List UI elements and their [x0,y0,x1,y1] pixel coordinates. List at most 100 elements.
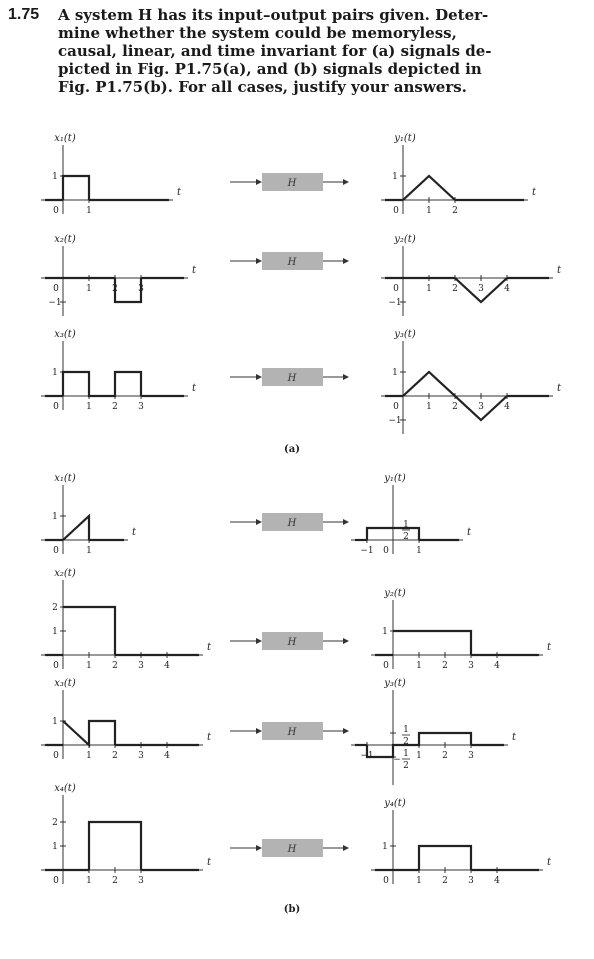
plot-b-4-output-ylabel-0: 1 [382,842,388,852]
system-box [262,839,323,857]
plot-a-3-input-waveform [61,370,143,398]
problem-line-1: A system H has its input–output pairs gi… [58,6,489,24]
problem-line-2: mine whether the system could be memoryl… [58,24,457,42]
plot-b-2-output-xlabel-0: 0 [383,661,389,671]
plot-b-3-input-xlabel-4: 4 [164,751,170,761]
plot-b-2-input-t-label: t [207,642,212,653]
plot-b-2-output-xlabel-4: 4 [494,661,500,671]
plot-a-2-output-xlabel-2: 2 [452,284,458,294]
plot-b-1-output-name: y₁(t) [383,473,406,484]
plot-b-4-output-xlabel-0: 0 [383,876,389,886]
system-block-a-2: H [230,252,349,270]
plot-a-1-output-name: y₁(t) [393,133,416,144]
arrow-out-head [343,519,349,525]
caption-b: (b) [284,904,300,915]
plot-b-4-output-t-label: t [547,857,552,868]
plot-b-2-input-name: x₂(t) [54,568,76,579]
plot-b-4-output-xlabel-2: 2 [442,876,448,886]
system-block-a-1: H [230,173,349,191]
plot-b-2-input-xlabel-2: 2 [112,661,118,671]
arrow-in-head [256,728,262,734]
plot-b-4-input-xlabel-1: 1 [86,876,92,886]
plot-b-1-input-t-label: t [132,527,137,538]
problem-line-3: causal, linear, and time invariant for (… [58,42,492,60]
system-box [262,252,323,270]
plot-b-3-input-ylabel-0: 1 [52,717,58,727]
plot-b-4-input-xlabel-0: 0 [53,876,59,886]
arrow-in-head [256,258,262,264]
system-block-a-3: H [230,368,349,386]
plot-b-1-input-waveform [62,513,91,541]
plot-b-4-input-name: x₄(t) [54,783,76,794]
plot-a-3-output-name: y₃(t) [393,329,416,340]
plot-b-2-input-xlabel-4: 4 [164,661,170,671]
plot-a-3-input-xlabel-2: 2 [112,402,118,412]
plot-b-2-input-xlabel-3: 3 [138,661,144,671]
plot-b-4-input-t-label: t [207,857,212,868]
plot-b-2-output-xlabel-2: 2 [442,661,448,671]
plot-b-1-input-xlabel-1: 1 [86,546,92,556]
problem-line-4: picted in Fig. P1.75(a), and (b) signals… [58,60,482,78]
plot-b-3-output-ylabel-1-den: 2 [403,761,409,771]
plot-b-3-output-waveform [365,731,473,759]
plot-b-2-input-waveform [63,605,117,655]
system-box [262,632,323,650]
plot-a-3-output-xlabel-2: 2 [452,402,458,412]
plot-a-2-output-xlabel-0: 0 [393,284,399,294]
plot-a-2-output-waveform [454,277,508,304]
plot-a-3-input-t-label: t [192,383,197,394]
plot-b-2-output-name: y₂(t) [383,588,406,599]
problem-number: 1.75 [8,6,40,23]
arrow-in-head [256,638,262,644]
plot-a-1-input-xlabel-0: 0 [53,206,59,216]
plot-b-3-input-xlabel-0: 0 [53,751,59,761]
arrow-out-head [343,179,349,185]
plot-b-1-output-waveform [365,526,421,540]
system-label: H [287,727,297,738]
arrow-out-head [343,258,349,264]
plot-a-2-input-name: x₂(t) [54,234,76,245]
arrow-in-head [256,179,262,185]
plot-b-1-output-ylabel-0-num: 1 [403,520,409,530]
plot-a-1-input-name: x₁(t) [54,133,76,144]
plot-a-3-output-t-label: t [557,383,562,394]
system-label: H [287,373,297,384]
plot-b-2-output-xlabel-3: 3 [468,661,474,671]
system-box [262,513,323,531]
plot-b-1-output-ylabel-0-den: 2 [403,532,409,542]
plot-a-1-output-waveform [402,174,456,201]
system-box [262,368,323,386]
plot-a-3-output-ylabel-0: 1 [392,368,398,378]
plot-b-3-output-ylabel-1-num: 1 [403,749,409,759]
plot-b-1-output-xlabel-1: 0 [383,546,389,556]
plot-a-3-input-xlabel-1: 1 [86,402,92,412]
plot-b-1-input-ylabel-0: 1 [52,512,58,522]
plot-a-3-output-waveform [402,370,508,422]
arrow-out-head [343,845,349,851]
system-box [262,722,323,740]
plot-a-1-input-waveform [61,174,91,200]
plot-b-1-output-t-label: t [467,527,472,538]
plot-b-4-input-xlabel-2: 2 [112,876,118,886]
system-label: H [287,637,297,648]
plot-a-2-input-t-label: t [192,265,197,276]
plot-b-2-output-t-label: t [547,642,552,653]
plot-a-3-input-xlabel-3: 3 [138,402,144,412]
problem-text: A system H has its input–output pairs gi… [58,6,492,96]
plot-a-2-input-xlabel-0: 0 [53,284,59,294]
problem-line-5: Fig. P1.75(b). For all cases, justify yo… [58,78,467,96]
plot-b-3-input-t-label: t [207,732,212,743]
plot-a-1-output-xlabel-1: 1 [426,206,432,216]
plot-b-4-output-name: y₄(t) [383,798,406,809]
